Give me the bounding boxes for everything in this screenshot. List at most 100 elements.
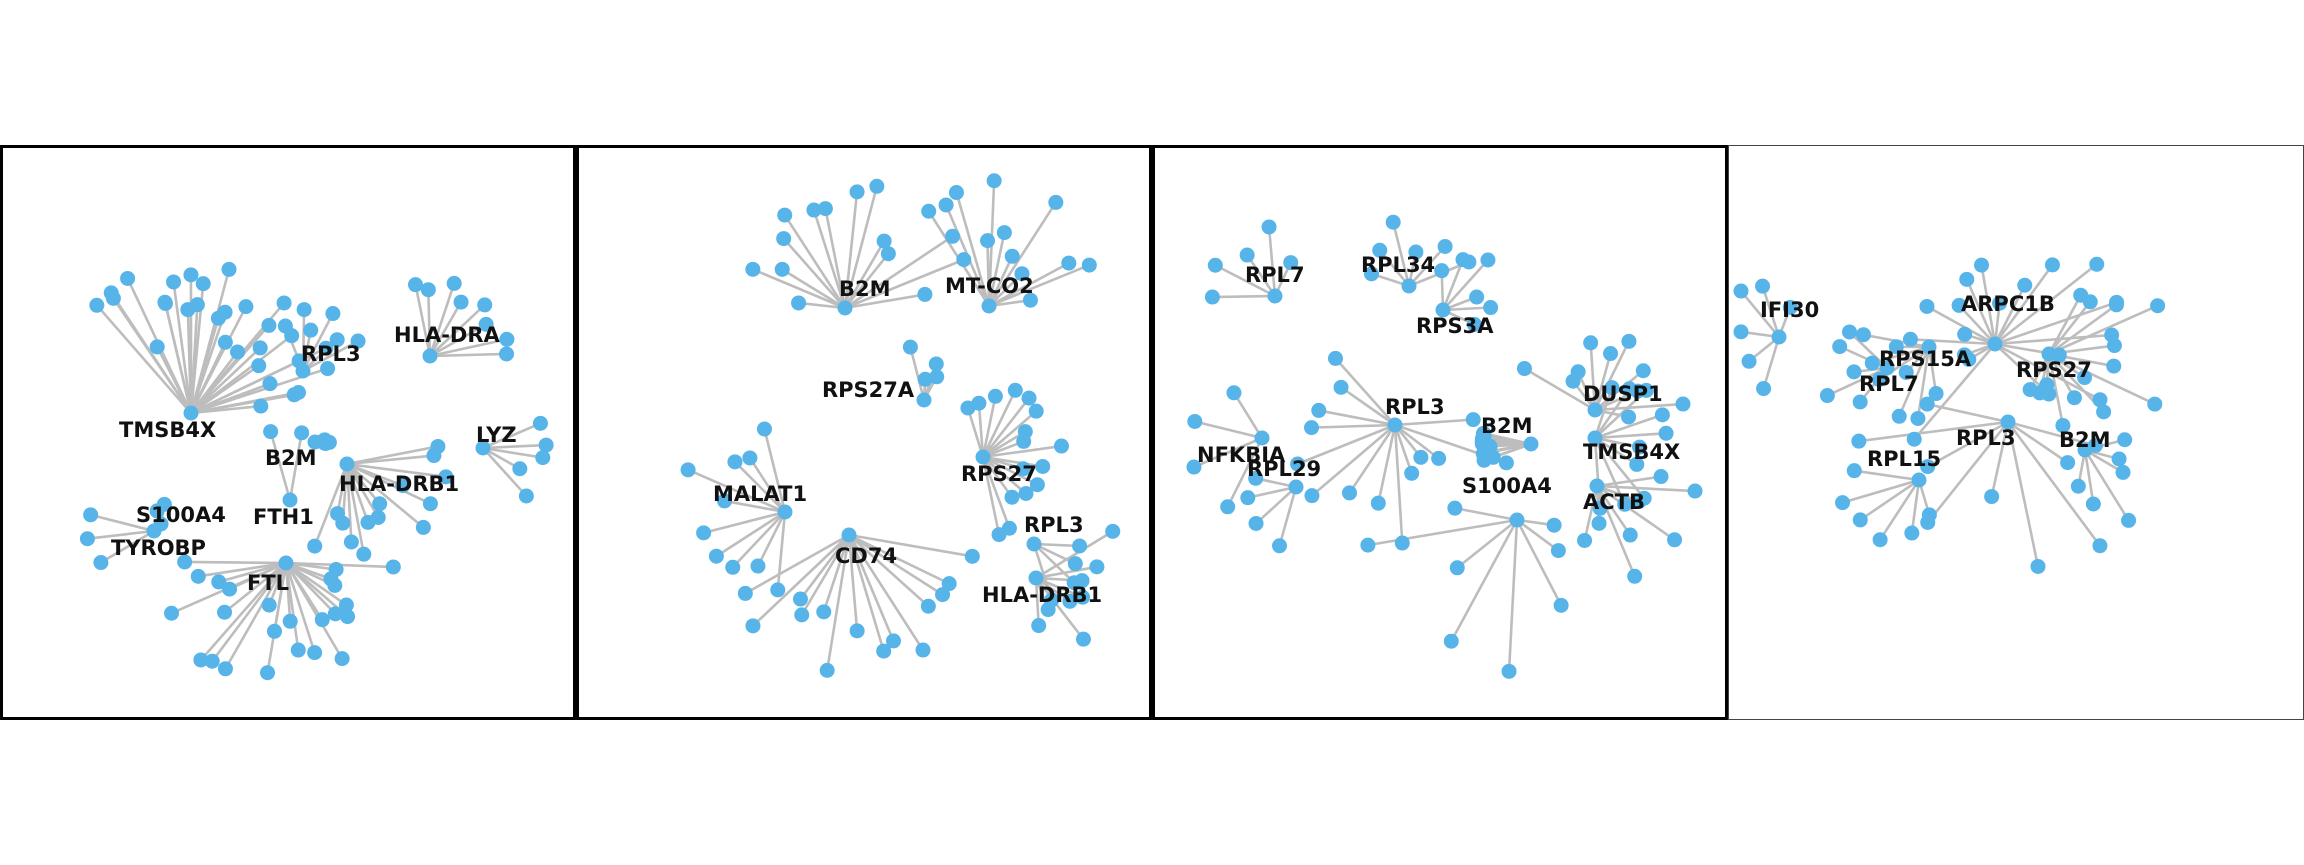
node-rpl3-neighbor [1072, 538, 1088, 554]
node-tmsb4x-neighbor [1658, 425, 1674, 441]
edge-rps27 [2047, 300, 2092, 355]
edge-s100a4 [1507, 519, 1519, 672]
node-b2m-neighbor [849, 184, 865, 200]
node-rps27-neighbor [1028, 403, 1044, 419]
node-rpl3-neighbor [350, 333, 366, 349]
node-hla-dra-neighbor [478, 316, 494, 332]
edge-hla-dra [429, 337, 508, 358]
node-tmsb4x-neighbor [252, 340, 268, 356]
node-ifi30-neighbor [1733, 324, 1749, 340]
node-tyrobp-neighbor [83, 507, 99, 523]
node-ifi30-neighbor [1733, 283, 1749, 299]
edge-s100a4 [1450, 519, 1519, 642]
node-nfkbia-neighbor [1220, 499, 1236, 515]
node-malat1-neighbor [708, 548, 724, 564]
edge-tmsb4x [190, 364, 260, 415]
node-arpc1b-neighbor [1906, 431, 1922, 447]
node-tmsb4x-neighbor [261, 317, 277, 333]
hub-node-tmsb4x [183, 405, 199, 421]
node-rps3a-neighbor [1455, 252, 1471, 268]
node-b2m-neighbor [774, 261, 790, 277]
edge-rpl3 [1377, 424, 1397, 504]
node-ifi30-neighbor [1756, 381, 1772, 397]
edge-rpl7 [1246, 254, 1277, 297]
nodes-layer [1733, 256, 2166, 574]
node-rpl7-neighbor [1841, 324, 1857, 340]
node-b2m-neighbor [1475, 426, 1491, 442]
hub-node-rps27 [975, 449, 991, 465]
edge-mt-co2 [987, 232, 1006, 307]
node-hla-dra-neighbor [499, 346, 515, 362]
edge-rpl7 [1214, 264, 1276, 298]
edge-rps27 [982, 444, 1062, 459]
node-rpl3-neighbor [1067, 556, 1083, 572]
edge-s100a4 [1367, 518, 1518, 547]
node-ftl-neighbor [190, 568, 206, 584]
node-fth1-neighbor [263, 424, 279, 440]
edge-rpl3 [1033, 542, 1080, 548]
node-arpc1b-neighbor [1956, 347, 1972, 363]
edge-cd74 [848, 533, 950, 585]
node-mt-co2-neighbor [1048, 194, 1064, 210]
edge-ftl [285, 562, 337, 615]
node-hla-dra-neighbor [499, 331, 515, 347]
node-rpl29-neighbor [1240, 490, 1256, 506]
node-rpl7-neighbor [1819, 388, 1835, 404]
node-tmsb4x-neighbor [230, 344, 246, 360]
node-arpc1b-neighbor [1957, 326, 1973, 342]
edge-hla-dra [429, 303, 486, 357]
node-actb-neighbor [1653, 469, 1669, 485]
hub-node-hla-dra [422, 348, 438, 364]
edge-cd74 [825, 534, 851, 671]
hub-node-rps3a [1435, 302, 1451, 318]
gene-label-rps3a: RPS3A [1416, 314, 1494, 338]
node-rpl3-neighbor [296, 302, 312, 318]
node-ftl-neighbor [290, 642, 306, 658]
gene-label-b2m: B2M [1481, 414, 1533, 438]
node-rpl3-neighbor [1465, 412, 1481, 428]
edge-rpl29 [1255, 486, 1297, 525]
hub-node-rps27 [2041, 346, 2057, 362]
node-s100a4-neighbor [1447, 500, 1463, 516]
node-b2m-neighbor [777, 207, 793, 223]
node-rps3a-neighbor [1483, 300, 1499, 316]
node-rps3a-neighbor [1469, 289, 1485, 305]
edge-hla-dra [428, 283, 456, 357]
node-arpc1b-neighbor [1919, 298, 1935, 314]
node-rps27-neighbor [1018, 486, 1034, 502]
hub-node-actb [1589, 478, 1605, 494]
node-arpc1b-neighbor [2044, 257, 2060, 273]
edge-arpc1b [1980, 264, 1997, 345]
node-s100a4-neighbor [1360, 537, 1376, 553]
edge-rpl3 [1393, 424, 1404, 544]
node-s100a4-neighbor [1443, 633, 1459, 649]
node-malat1-neighbor [770, 582, 786, 598]
edge-dusp1 [1523, 367, 1596, 412]
node-rps27-neighbor [1007, 382, 1023, 398]
node-cd74-neighbor [920, 598, 936, 614]
hub-node-malat1 [777, 504, 793, 520]
node-tmsb4x-neighbor [276, 295, 292, 311]
edge-malat1 [748, 457, 787, 513]
edge-rps15a [1898, 346, 1931, 417]
hub-node-rpl15 [1911, 472, 1927, 488]
edge-rps27 [2047, 294, 2082, 355]
edge-rpl7 [1267, 226, 1277, 297]
gene-label-ftl: FTL [247, 571, 289, 595]
edge-mt-co2 [988, 263, 1090, 308]
edge-arpc1b [1994, 263, 2098, 346]
edge-hla-dra [429, 352, 507, 358]
edge-rpl3 [1297, 423, 1396, 466]
node-b2m-neighbor [917, 286, 933, 302]
node-b2m-neighbor [2115, 464, 2131, 480]
node-rpl15-neighbor [1835, 495, 1851, 511]
node-hla-drb1-neighbor [1040, 602, 1056, 618]
hub-node-b2m [837, 300, 853, 316]
edge-ftl [218, 561, 287, 584]
edge-tyrobp [100, 529, 155, 564]
edge-mt-co2 [955, 192, 991, 307]
edge-rpl3 [2007, 420, 2069, 464]
edge-hla-dra [428, 301, 463, 357]
edge-tmsb4x [1594, 413, 1663, 440]
gene-label-b2m: B2M [265, 446, 317, 470]
